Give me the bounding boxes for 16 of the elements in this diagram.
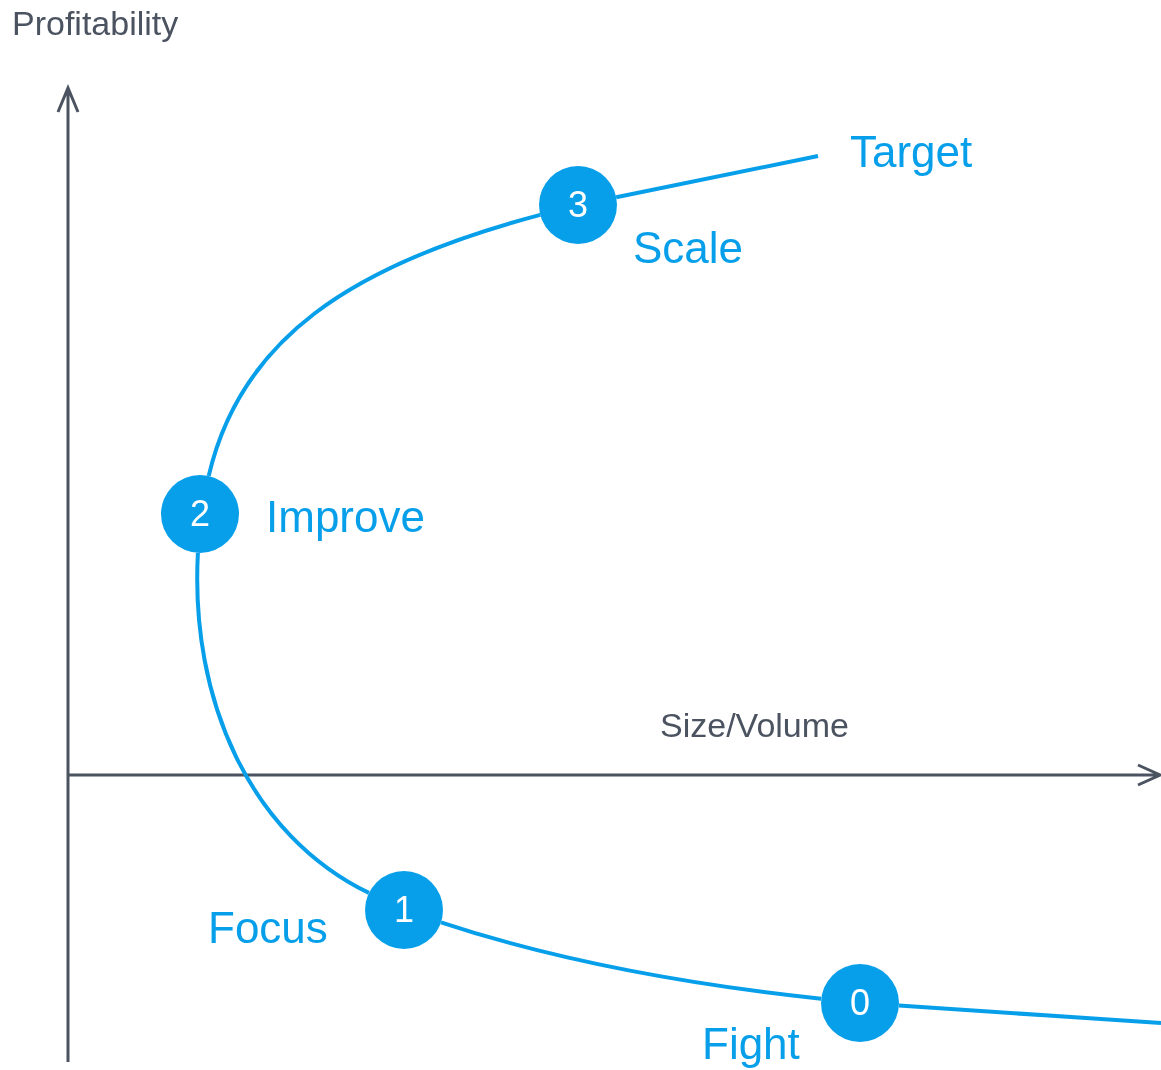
curve-line [898,1003,1161,1025]
stage-label: Scale [633,226,744,270]
step-circle: 0 [821,964,899,1042]
stage-label: Focus [208,906,328,950]
stage-label: Improve [266,495,425,539]
curve-line [195,552,370,895]
curve-line [206,212,541,477]
axis-label: Profitability [12,6,179,40]
step-circle: 1 [365,871,443,949]
stage-label: Target [818,130,973,174]
curve-line [440,920,822,1001]
stage-label: Fight [702,1022,800,1066]
step-circle: 3 [539,166,617,244]
curve-line [615,154,819,200]
axis-label: Size/Volume [660,708,849,742]
step-circle: 2 [161,475,239,553]
